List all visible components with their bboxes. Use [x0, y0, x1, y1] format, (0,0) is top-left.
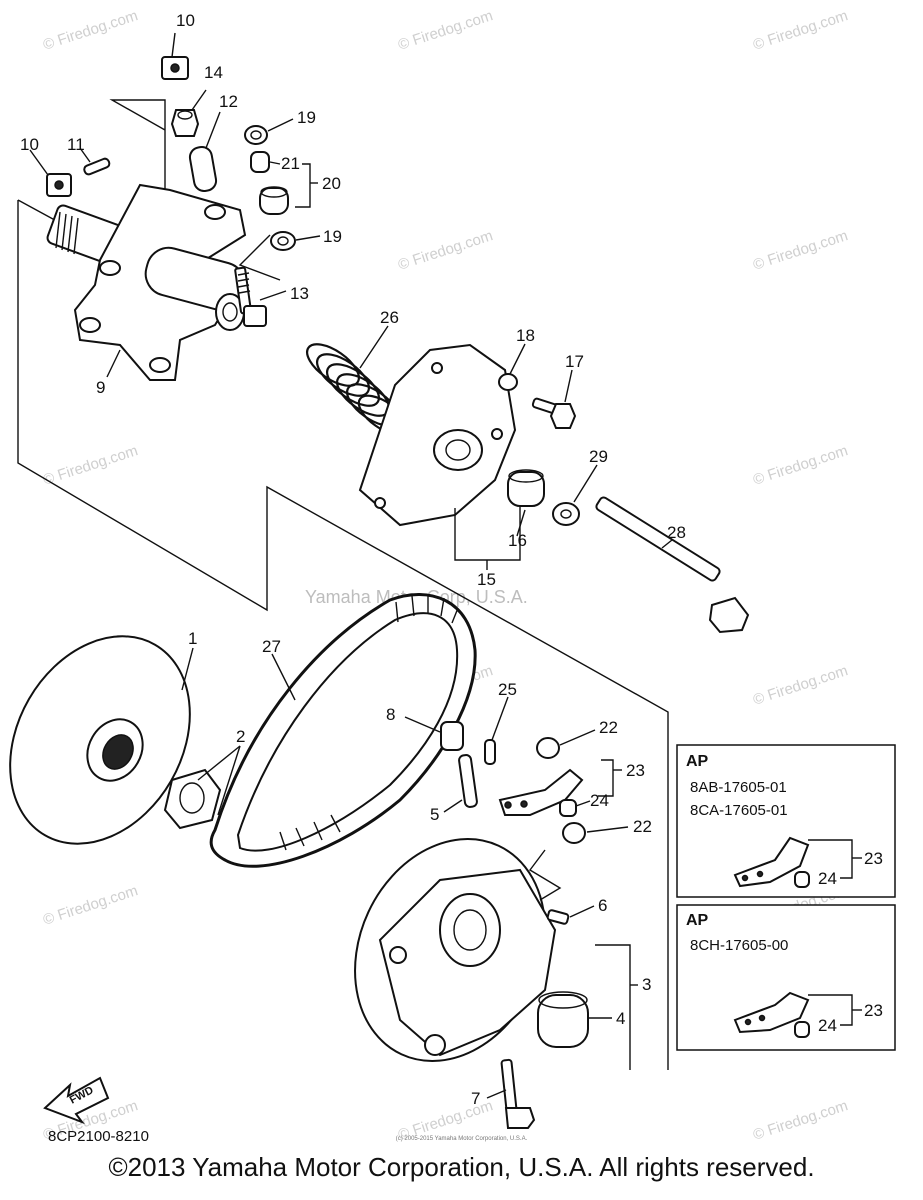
- callout-12: 12: [219, 92, 238, 111]
- watermark: © Firedog.com: [396, 227, 495, 274]
- callout-28: 28: [667, 523, 686, 542]
- watermark: © Firedog.com: [751, 662, 850, 709]
- ap-inset-box-1: AP 8AB-17605-01 8CA-17605-01 23 24: [676, 744, 896, 898]
- callout-27: 27: [262, 637, 281, 656]
- watermark: © Firedog.com: [751, 7, 850, 54]
- watermark: © Firedog.com: [41, 442, 140, 489]
- small-parts-lower: [440, 721, 586, 1129]
- callout-24: 24: [818, 869, 837, 888]
- callout-labels: 10 14 12 19 10 11 21 20 19 13 26 9 18 17…: [20, 11, 686, 1108]
- callout-7: 7: [471, 1089, 480, 1108]
- callout-5: 5: [430, 805, 439, 824]
- bushings-and-bolt: [234, 125, 296, 327]
- ap-inset-box-2: AP 8CH-17605-00 23 24: [676, 904, 896, 1051]
- callout-4: 4: [616, 1009, 625, 1028]
- watermark: © Firedog.com: [396, 7, 495, 54]
- leader-lines: [29, 32, 673, 1099]
- callout-19: 19: [297, 108, 316, 127]
- callout-9: 9: [96, 378, 105, 397]
- part-27-belt: [209, 592, 477, 868]
- part-1-fixed-sheave: [9, 635, 191, 845]
- callout-23: 23: [864, 849, 883, 868]
- callout-15: 15: [477, 570, 496, 589]
- watermark: © Firedog.com: [751, 442, 850, 489]
- ap-box-1-part-b: 8CA-17605-01: [690, 802, 788, 819]
- copyright-notice: ©2013 Yamaha Motor Corporation, U.S.A. A…: [108, 1152, 815, 1182]
- callout-16: 16: [508, 531, 527, 550]
- callout-23: 23: [626, 761, 645, 780]
- callout-20: 20: [322, 174, 341, 193]
- callout-24: 24: [590, 791, 609, 810]
- part-9-spider-housing: [46, 183, 247, 381]
- callout-13: 13: [290, 284, 309, 303]
- callout-23: 23: [864, 1001, 883, 1020]
- callout-2: 2: [236, 727, 245, 746]
- callout-11: 11: [67, 135, 85, 154]
- callout-1: 1: [188, 629, 197, 648]
- callout-26: 26: [380, 308, 399, 327]
- ap-box-1-title: AP: [686, 753, 709, 770]
- callout-10: 10: [20, 135, 39, 154]
- callout-6: 6: [598, 896, 607, 915]
- diagram-code: 8CP2100-8210: [48, 1128, 149, 1145]
- small-parts-top: [46, 56, 218, 197]
- callout-14: 14: [204, 63, 223, 82]
- callout-24: 24: [818, 1016, 837, 1035]
- callout-8: 8: [386, 705, 395, 724]
- callout-25: 25: [498, 680, 517, 699]
- watermark: © Firedog.com: [41, 7, 140, 54]
- callout-3: 3: [642, 975, 651, 994]
- callout-22: 22: [599, 718, 618, 737]
- callout-21: 21: [281, 154, 300, 173]
- part-3-movable-sheave: [354, 838, 589, 1062]
- ap-box-2-title: AP: [686, 912, 709, 929]
- part-2-bushing: [163, 768, 222, 830]
- callout-17: 17: [565, 352, 584, 371]
- callout-19: 19: [323, 227, 342, 246]
- callout-29: 29: [589, 447, 608, 466]
- ap-box-1-part-a: 8AB-17605-01: [690, 779, 787, 796]
- callout-10: 10: [176, 11, 195, 30]
- watermark: © Firedog.com: [41, 882, 140, 929]
- watermark: © Firedog.com: [751, 227, 850, 274]
- tiny-copyright: (c) 2005-2015 Yamaha Motor Corporation, …: [395, 1136, 528, 1142]
- ap-box-2-part: 8CH-17605-00: [690, 937, 788, 954]
- callout-22: 22: [633, 817, 652, 836]
- part-15-cover-assembly: [358, 343, 750, 634]
- callout-18: 18: [516, 326, 535, 345]
